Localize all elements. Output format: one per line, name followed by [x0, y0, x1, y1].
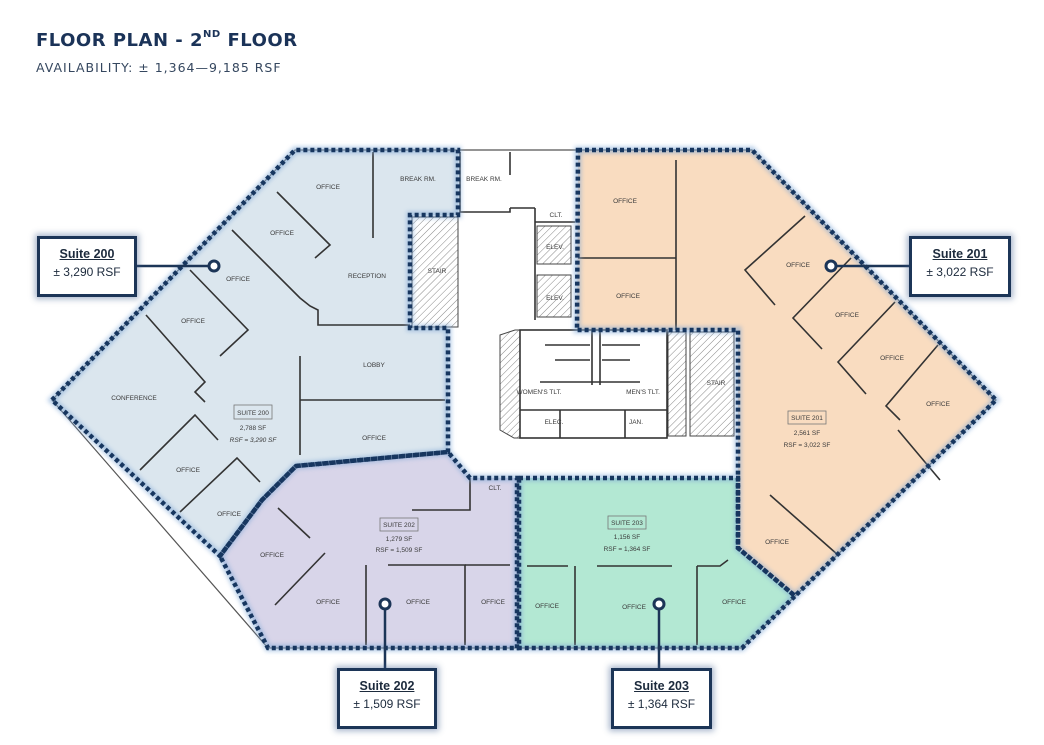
room-label: OFFICE	[880, 355, 904, 362]
suite-201-callout[interactable]: Suite 201 ± 3,022 RSF	[909, 236, 1011, 297]
callout-suite-name: Suite 201	[932, 247, 988, 261]
room-label: STAIR	[707, 380, 726, 387]
availability-subtitle: AVAILABILITY: ± 1,364—9,185 RSF	[36, 60, 282, 75]
suite-sf: 1,156 SF	[614, 534, 640, 541]
title-superscript: ND	[203, 29, 221, 40]
room-label: OFFICE	[181, 318, 205, 325]
room-label: LOBBY	[363, 362, 385, 369]
room-label: OFFICE	[226, 276, 250, 283]
suite-202-callout[interactable]: Suite 202 ± 1,509 RSF	[337, 668, 437, 729]
suite-203-pin-icon	[652, 597, 666, 611]
suite-201-pin-icon	[824, 259, 838, 273]
callout-suite-name: Suite 200	[59, 247, 115, 261]
suite-200-area[interactable]	[52, 150, 458, 556]
room-label: OFFICE	[835, 312, 859, 319]
room-label: OFFICE	[362, 435, 386, 442]
suite-200-callout[interactable]: Suite 200 ± 3,290 RSF	[37, 236, 137, 297]
room-label: OFFICE	[765, 539, 789, 546]
suite-tag: SUITE 203	[611, 520, 643, 527]
core-room-labels: BREAK RM. CLT. ELEV. ELEV. WOMEN'S TLT. …	[466, 176, 726, 426]
title-text: FLOOR PLAN - 2	[36, 30, 204, 51]
suite-rsf: RSF = 1,509 SF	[376, 547, 423, 554]
suite-202-area[interactable]	[220, 452, 517, 648]
callout-suite-rsf: ± 1,509 RSF	[353, 697, 421, 711]
room-label: STAIR	[428, 268, 447, 275]
room-label: OFFICE	[316, 184, 340, 191]
room-label: RECEPTION	[348, 273, 386, 280]
shaft-east	[667, 331, 687, 437]
suite-200-pin-icon	[207, 259, 221, 273]
room-label: OFFICE	[722, 599, 746, 606]
suite-sf: 1,279 SF	[386, 536, 412, 543]
room-label: OFFICE	[786, 262, 810, 269]
suite-203-room-labels: OFFICE OFFICE OFFICE SUITE 203 1,156 SF …	[535, 515, 747, 611]
suite-201-room-labels: OFFICE OFFICE OFFICE OFFICE OFFICE OFFIC…	[613, 198, 950, 546]
suite-203-callout[interactable]: Suite 203 ± 1,364 RSF	[611, 668, 712, 729]
suite-tag: SUITE 202	[383, 522, 415, 529]
shaft-west	[499, 329, 521, 439]
room-label: OFFICE	[270, 230, 294, 237]
elevator-2	[536, 274, 572, 318]
room-label: OFFICE	[406, 599, 430, 606]
room-label: BREAK RM.	[466, 176, 502, 183]
room-label: OFFICE	[481, 599, 505, 606]
suite-202-pin-icon	[378, 597, 392, 611]
room-label: OFFICE	[217, 511, 241, 518]
callout-suite-name: Suite 202	[359, 679, 415, 693]
room-label: MEN'S TLT.	[626, 389, 660, 396]
room-label: OFFICE	[176, 467, 200, 474]
suite-sf: 2,788 SF	[240, 425, 266, 432]
callout-suite-rsf: ± 3,022 RSF	[926, 265, 994, 279]
suite-boundaries	[46, 146, 1001, 652]
suite-tag: SUITE 200	[237, 410, 269, 417]
suite-rsf: RSF = 3,290 SF	[230, 437, 278, 444]
room-label: JAN.	[629, 419, 643, 426]
suite-rsf: RSF = 3,022 SF	[784, 442, 831, 449]
suite-200-room-labels: OFFICE BREAK RM. OFFICE OFFICE RECEPTION…	[111, 176, 446, 518]
suite-202-room-labels: OFFICE OFFICE OFFICE OFFICE CLT. SUITE 2…	[260, 485, 505, 606]
title-text-suffix: FLOOR	[220, 30, 298, 51]
suite-walls	[139, 152, 941, 645]
page-title: FLOOR PLAN - 2ND FLOOR	[36, 29, 298, 51]
room-label: ELEV.	[546, 295, 564, 302]
room-label: BREAK RM.	[400, 176, 436, 183]
room-label: OFFICE	[613, 198, 637, 205]
room-label: OFFICE	[535, 603, 559, 610]
callout-leaders	[134, 259, 910, 668]
suite-203-area[interactable]	[519, 478, 795, 648]
stair-west	[411, 216, 459, 328]
callout-suite-name: Suite 203	[634, 679, 689, 693]
suite-201-area[interactable]	[577, 150, 996, 596]
room-label: WOMEN'S TLT.	[516, 389, 561, 396]
room-label: ELEV.	[546, 244, 564, 251]
suite-tag: SUITE 201	[791, 415, 823, 422]
elevator-1	[536, 225, 572, 265]
room-label: CLT.	[550, 212, 563, 219]
room-label: CONFERENCE	[111, 395, 157, 402]
callout-suite-rsf: ± 3,290 RSF	[53, 265, 121, 279]
room-label: OFFICE	[616, 293, 640, 300]
callout-suite-rsf: ± 1,364 RSF	[627, 697, 696, 711]
room-label: ELEC.	[545, 419, 564, 426]
room-label: OFFICE	[316, 599, 340, 606]
room-label: OFFICE	[622, 604, 646, 611]
suite-sf: 2,561 SF	[794, 430, 820, 437]
room-label: OFFICE	[260, 552, 284, 559]
room-label: CLT.	[489, 485, 502, 492]
room-label: OFFICE	[926, 401, 950, 408]
suite-rsf: RSF = 1,364 SF	[604, 546, 651, 553]
